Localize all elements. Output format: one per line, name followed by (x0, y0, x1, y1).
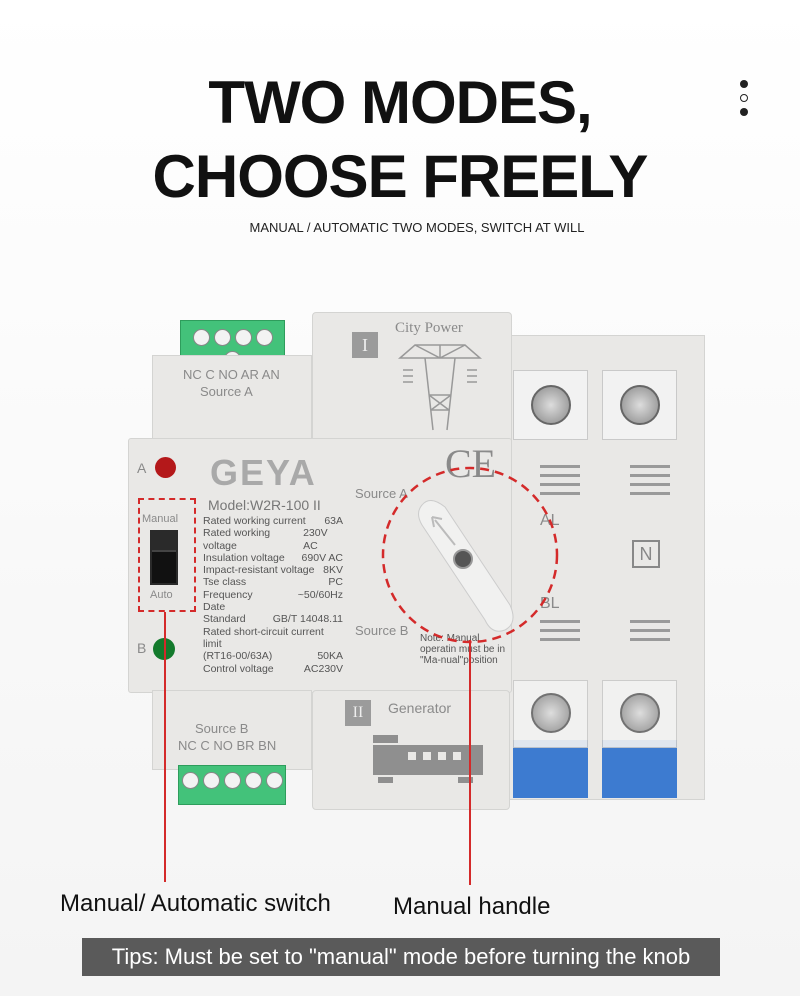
spec-value: GB/T 14048.11 (272, 613, 343, 626)
model-label: Model:W2R-100 II (208, 497, 321, 513)
screw-icon (619, 385, 660, 425)
spec-key: Standard (203, 613, 246, 626)
spec-key: Rated working current (203, 515, 306, 527)
spec-value: 63A (324, 515, 343, 527)
terminals-b: NC C NO BR BN (178, 738, 277, 753)
city-power-label: City Power (395, 320, 463, 336)
power-tower-icon (397, 344, 483, 431)
spec-value: AC230V (303, 662, 343, 675)
subtitle: MANUAL / AUTOMATIC TWO MODES, SWITCH AT … (249, 220, 585, 235)
spec-table: Rated working current 63A Rated working v… (203, 515, 343, 675)
vent-icon (630, 465, 670, 501)
switch-auto-label: Auto (150, 589, 173, 601)
source-b-bottom: Source B (195, 721, 249, 736)
screw-icon (530, 693, 571, 733)
spec-key: Date (203, 601, 226, 614)
screw-icon (453, 549, 473, 569)
tips-banner: Tips: Must be set to "manual" mode befor… (82, 938, 720, 976)
bottom-terminal-left (513, 680, 588, 748)
source-b-label: Source B (355, 623, 409, 638)
spec-value: 230V AC (303, 527, 328, 552)
top-terminal-left (513, 370, 588, 440)
vent-icon (540, 465, 580, 501)
vent-icon (540, 620, 580, 647)
generator-label: Generator (388, 700, 452, 716)
switch-manual-label: Manual (142, 513, 179, 525)
spec-key: Rated working voltage (203, 527, 271, 552)
spec-value: PC (328, 576, 343, 589)
headline-line1: TWO MODES, (208, 69, 592, 136)
source-a-top: Source A (200, 384, 253, 399)
generator-icon (373, 735, 483, 783)
indicator-b-label: B (137, 640, 147, 656)
top-module (312, 312, 512, 447)
spec-key: Frequency (203, 588, 253, 601)
source-a-label: Source A (355, 486, 408, 501)
handle-highlight-circle (381, 466, 559, 644)
neutral-label: N (632, 540, 660, 568)
spec-value: 8KV (323, 564, 343, 577)
headline-line2: CHOOSE FREELY (152, 143, 649, 210)
spec-key: Impact-resistant voltage (203, 564, 315, 577)
base-terminal (602, 740, 677, 798)
screw-icon (530, 385, 571, 425)
spec-key: Control voltage (203, 662, 274, 675)
spec-value: ~50/60Hz (297, 588, 343, 601)
terminals-a: NC C NO AR AN (183, 367, 280, 382)
terminal-connector-a (180, 320, 285, 368)
handle-callout-label: Manual handle (393, 893, 551, 920)
spec-key: Rated short-circuit current limit (203, 625, 324, 650)
spec-key: Tse class (203, 576, 247, 589)
switch-callout-label: Manual/ Automatic switch (60, 890, 331, 917)
roman-two: II (345, 700, 371, 726)
spec-value: 690V AC (301, 551, 343, 564)
callout-line-switch (164, 612, 166, 882)
switch-highlight (138, 498, 196, 612)
main-body (128, 438, 512, 693)
more-menu-icon[interactable] (740, 80, 752, 122)
screw-icon (619, 693, 660, 733)
spec-key: Insulation voltage (203, 551, 285, 564)
ce-mark: CE (445, 441, 497, 486)
top-terminal-right (602, 370, 677, 440)
indicator-a-label: A (137, 460, 147, 476)
brand-logo: GEYA (210, 452, 317, 493)
indicator-a-led (155, 457, 176, 478)
roman-one: I (352, 332, 378, 358)
manual-auto-switch[interactable] (150, 530, 178, 585)
spec-key: (RT16-00/63A) (203, 650, 273, 663)
terminal-connector-b (178, 765, 286, 805)
spec-value: 50KA (317, 650, 343, 663)
base-terminal (513, 740, 588, 798)
manual-handle[interactable] (410, 495, 525, 640)
callout-line-handle (469, 640, 471, 885)
bottom-terminal-right (602, 680, 677, 748)
vent-icon (630, 620, 670, 647)
